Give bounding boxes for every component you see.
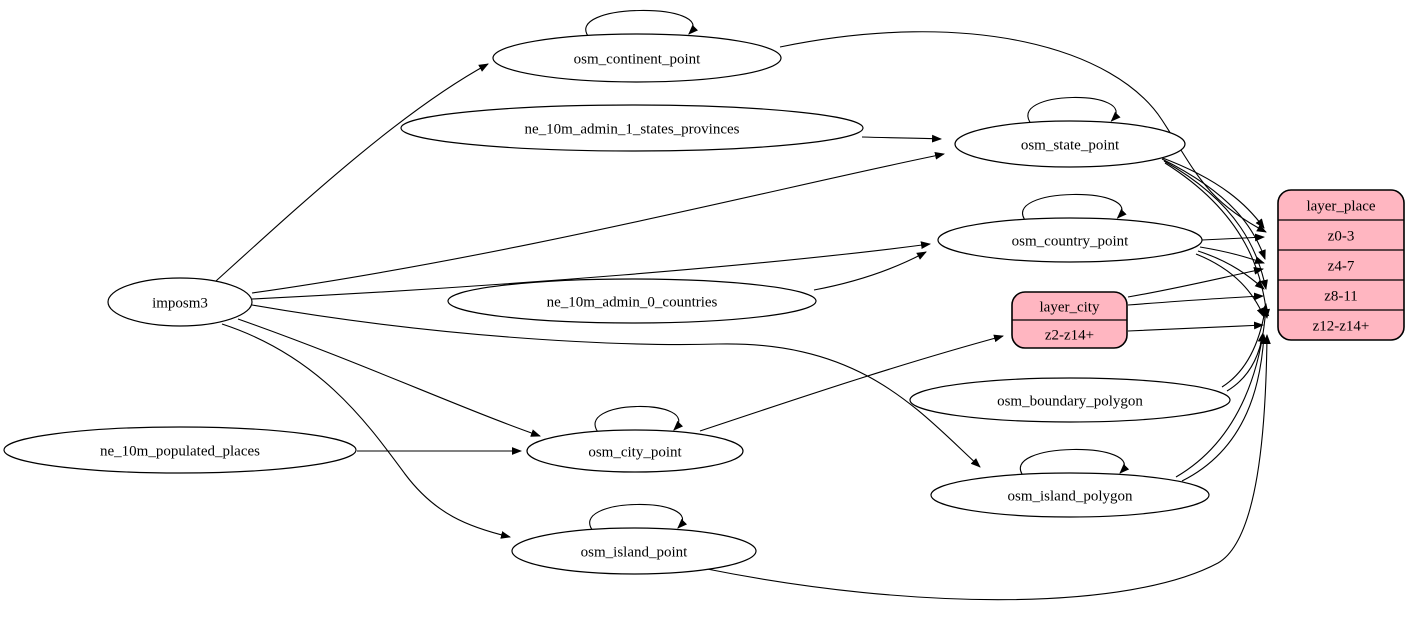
node-ne_10m_populated_places: ne_10m_populated_places: [3, 426, 357, 474]
node-ne_10m_admin_0_countries: ne_10m_admin_0_countries: [447, 278, 817, 324]
edge-osm_country_point-to-layer_place-z12-z14+: [1195, 253, 1265, 318]
edge-osm_state_point-to-layer_place-z0-3: [1159, 156, 1265, 229]
node-shape-osm_island_point: [511, 527, 757, 575]
edges-layer: [215, 9, 1271, 601]
node-label-osm_city_point: osm_city_point: [588, 444, 682, 460]
self-loop-osm_state_point: [1027, 96, 1121, 126]
node-label-osm_boundary_polygon: osm_boundary_polygon: [997, 393, 1143, 409]
nodes-layer: imposm3 osm_continent_point ne_10m_admin_1…: [3, 33, 1231, 575]
node-label-ne_10m_admin_1_states_provinces: ne_10m_admin_1_states_provinces: [525, 121, 740, 137]
node-osm_state_point: osm_state_point: [954, 120, 1186, 168]
record-layer_place: layer_place z0-3 z4-7 z8-11 z12-z14+: [1277, 189, 1405, 341]
node-label-osm_state_point: osm_state_point: [1021, 137, 1120, 153]
node-label-ne_10m_populated_places: ne_10m_populated_places: [100, 443, 260, 459]
node-osm_continent_point: osm_continent_point: [492, 33, 782, 83]
node-label-ne_10m_admin_0_countries: ne_10m_admin_0_countries: [547, 294, 718, 310]
node-imposm3: imposm3: [107, 277, 253, 327]
node-shape-osm_boundary_polygon: [909, 377, 1231, 423]
node-label-osm_country_point: osm_country_point: [1012, 233, 1129, 249]
edge-osm_country_point-to-layer_place-z8-11: [1197, 250, 1265, 290]
record-row-layer_place-z8-11: z8-11: [1324, 288, 1358, 304]
edge-osm_city_point-to-layer_city-z2-z14+: [699, 334, 1004, 432]
edge-osm_island_point-to-layer_place-z12-z14+: [701, 334, 1271, 601]
self-loop-osm_city_point: [594, 405, 683, 435]
record-box-layer_place: [1277, 189, 1405, 341]
edge-ne_10m_admin_0_countries-to-osm_country_point: [813, 251, 927, 291]
node-shape-imposm3: [107, 277, 253, 327]
record-header-layer_place: layer_place: [1306, 198, 1375, 214]
edge-imposm3-to-osm_country_point: [251, 241, 931, 300]
node-shape-osm_city_point: [526, 429, 744, 473]
node-shape-osm_continent_point: [492, 33, 782, 83]
node-shape-osm_state_point: [954, 120, 1186, 168]
edge-layer_city-to-layer_place-z12-z14+: [1127, 321, 1264, 332]
node-shape-ne_10m_admin_1_states_provinces: [400, 104, 864, 152]
node-osm_boundary_polygon: osm_boundary_polygon: [909, 377, 1231, 423]
self-loop-osm_island_polygon: [1020, 448, 1130, 478]
node-shape-ne_10m_admin_0_countries: [447, 278, 817, 324]
edge-osm_country_point-to-layer_place-z4-7: [1199, 246, 1265, 264]
edge-imposm3-to-osm_state_point: [251, 151, 945, 294]
edge-layer_city-to-layer_place-z8-11: [1127, 292, 1264, 306]
node-osm_city_point: osm_city_point: [526, 429, 744, 473]
node-label-osm_continent_point: osm_continent_point: [574, 51, 701, 67]
edge-imposm3-to-osm_city_point: [237, 318, 541, 437]
edge-imposm3-to-osm_island_point: [221, 323, 511, 539]
node-shape-osm_country_point: [937, 217, 1203, 263]
edge-osm_island_polygon-to-layer_place-z8-11: [1175, 306, 1270, 478]
node-osm_island_polygon: osm_island_polygon: [930, 472, 1210, 518]
edge-osm_state_point-to-layer_place-z4-7: [1161, 158, 1266, 260]
self-loop-osm_country_point: [1022, 193, 1127, 223]
record-layer_city: layer_city z2-z14+: [1011, 291, 1128, 349]
node-shape-osm_island_polygon: [930, 472, 1210, 518]
node-osm_country_point: osm_country_point: [937, 217, 1203, 263]
edge-osm_country_point-to-layer_place-z0-3: [1201, 233, 1265, 242]
edge-osm_state_point-to-layer_place-z12-z14+: [1164, 162, 1271, 319]
records-layer: layer_city z2-z14+ layer_place z0-3 z4-7 z8-1…: [1011, 189, 1405, 349]
record-row-layer_place-z0-3: z0-3: [1328, 228, 1355, 244]
node-label-osm_island_point: osm_island_point: [581, 544, 689, 560]
self-loop-osm_island_point: [589, 503, 688, 533]
edge-osm_state_point-to-layer_place-z8-11: [1163, 160, 1268, 290]
node-label-osm_island_polygon: osm_island_polygon: [1007, 488, 1133, 504]
edge-imposm3-to-osm_island_polygon: [251, 304, 981, 468]
record-row-layer_place-z4-7: z4-7: [1328, 258, 1355, 274]
node-ne_10m_admin_1_states_provinces: ne_10m_admin_1_states_provinces: [400, 104, 864, 152]
edge-layer_city-to-layer_place-z4-7: [1127, 267, 1264, 298]
node-osm_island_point: osm_island_point: [511, 527, 757, 575]
node-shape-ne_10m_populated_places: [3, 426, 357, 474]
edge-imposm3-to-osm_continent_point: [215, 63, 489, 282]
edge-ne_10m_admin_1_states_provinces-to-osm_state_point: [861, 134, 942, 143]
edge-osm_continent_point-to-layer_place-z0-3: [779, 31, 1267, 233]
node-label-imposm3: imposm3: [152, 295, 208, 311]
record-row-layer_city-z2-z14+: z2-z14+: [1045, 327, 1094, 343]
record-header-layer_city: layer_city: [1040, 299, 1100, 315]
edge-osm_island_polygon-to-layer_place-z12-z14+: [1181, 334, 1268, 482]
record-row-layer_place-z12-z14+: z12-z14+: [1313, 318, 1370, 334]
self-loop-osm_continent_point: [585, 9, 698, 39]
